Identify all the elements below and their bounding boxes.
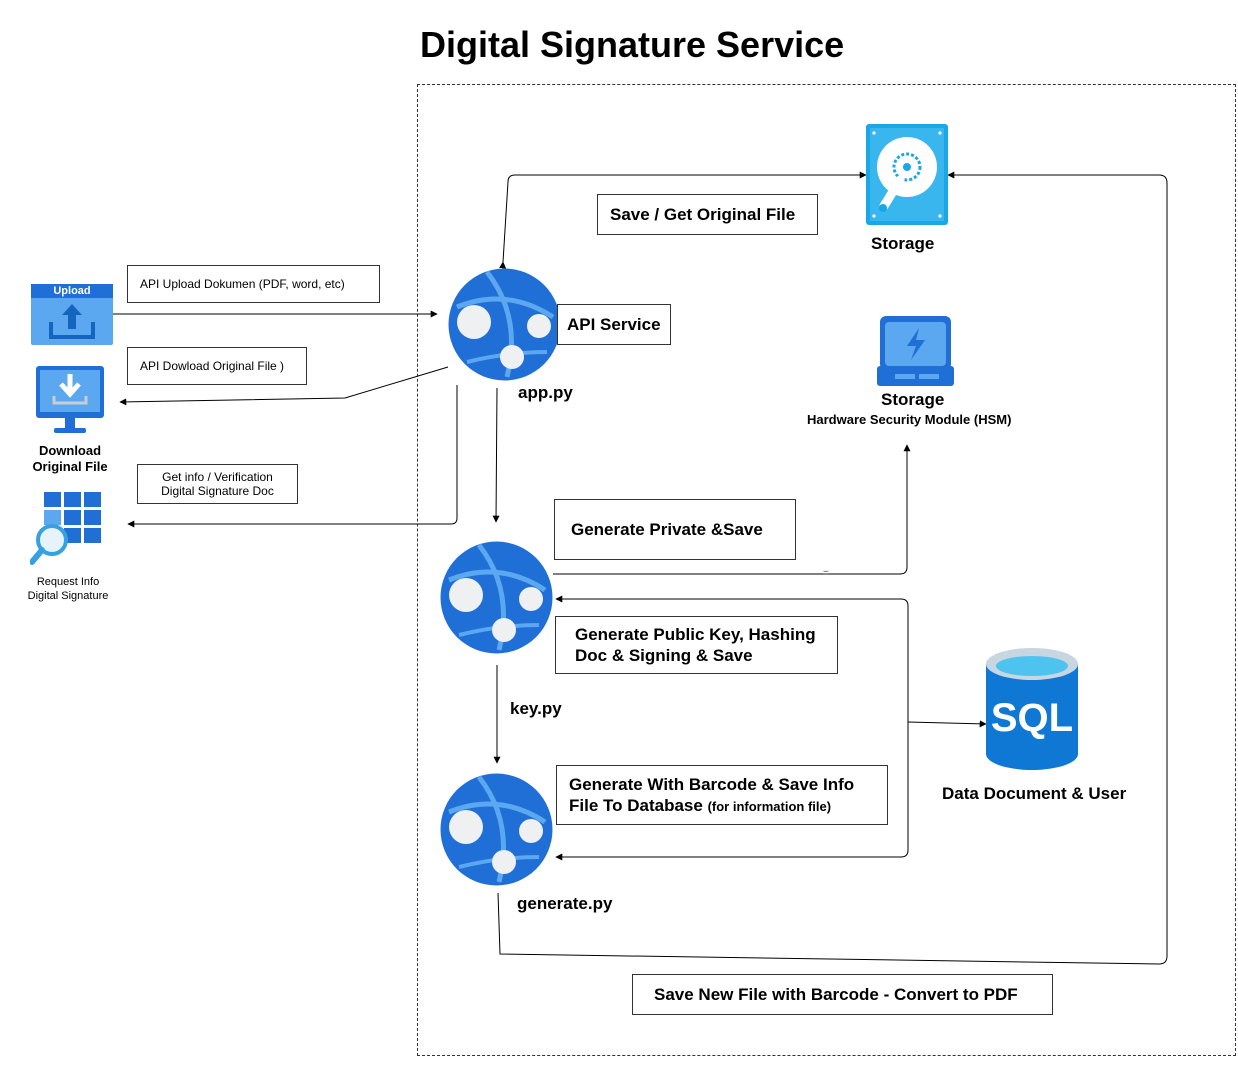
request-info-label: Request Info Digital Signature [27,576,109,602]
arrow-app-storage [499,171,867,269]
arrow-app-to-download [119,366,449,406]
hsm-subtitle-label: Hardware Security Module (HSM) [807,412,1012,427]
storage-label: Storage [871,234,935,253]
app-service-icon[interactable] [447,267,562,382]
api-upload-box: API Upload Dokumen (PDF, word, etc) [127,265,380,303]
request-info-icon[interactable] [29,492,106,568]
key-service-icon[interactable] [439,540,554,655]
api-info-box: Get info / Verification Digital Signatur… [137,464,298,504]
download-icon[interactable] [36,366,104,438]
generate-barcode-box: Generate With Barcode & Save Info File T… [556,765,888,825]
hsm-storage-icon[interactable] [877,316,954,386]
generate-service-icon[interactable] [439,772,554,887]
api-service-box: API Service [557,304,671,345]
arrow-key-to-hsm [553,444,911,575]
key-py-label: key.py [510,699,562,718]
download-label: Download Original File [32,443,108,474]
generate-public-box: Generate Public Key, Hashing Doc & Signi… [555,616,838,674]
service-boundary [417,84,1236,1056]
generate-private-box: Generate Private &Save [554,499,796,560]
sql-label: Data Document & User [942,784,1127,803]
arrow-app-to-key [492,387,500,523]
sql-database-icon[interactable]: SQL [986,648,1078,770]
upload-icon[interactable]: Upload [31,284,113,345]
arrow-to-sql [907,720,987,728]
hsm-title-label: Storage [881,390,945,409]
page-title: Digital Signature Service [420,24,845,65]
app-py-label: app.py [518,383,573,402]
upload-icon-text: Upload [53,285,91,297]
sql-icon-text: SQL [990,696,1074,740]
generate-py-label: generate.py [517,894,613,913]
svg-text:=: = [823,568,829,579]
save-new-file-box: Save New File with Barcode - Convert to … [632,974,1053,1015]
arrow-app-to-request [127,385,458,528]
arrow-db-to-generate [555,722,909,861]
api-download-box: API Dowload Original File ) [127,347,307,385]
arrow-generate-to-storage [497,171,1168,965]
arrow-db-to-key [555,595,909,722]
storage-disk-icon[interactable] [866,124,948,225]
save-get-box: Save / Get Original File [597,194,818,235]
